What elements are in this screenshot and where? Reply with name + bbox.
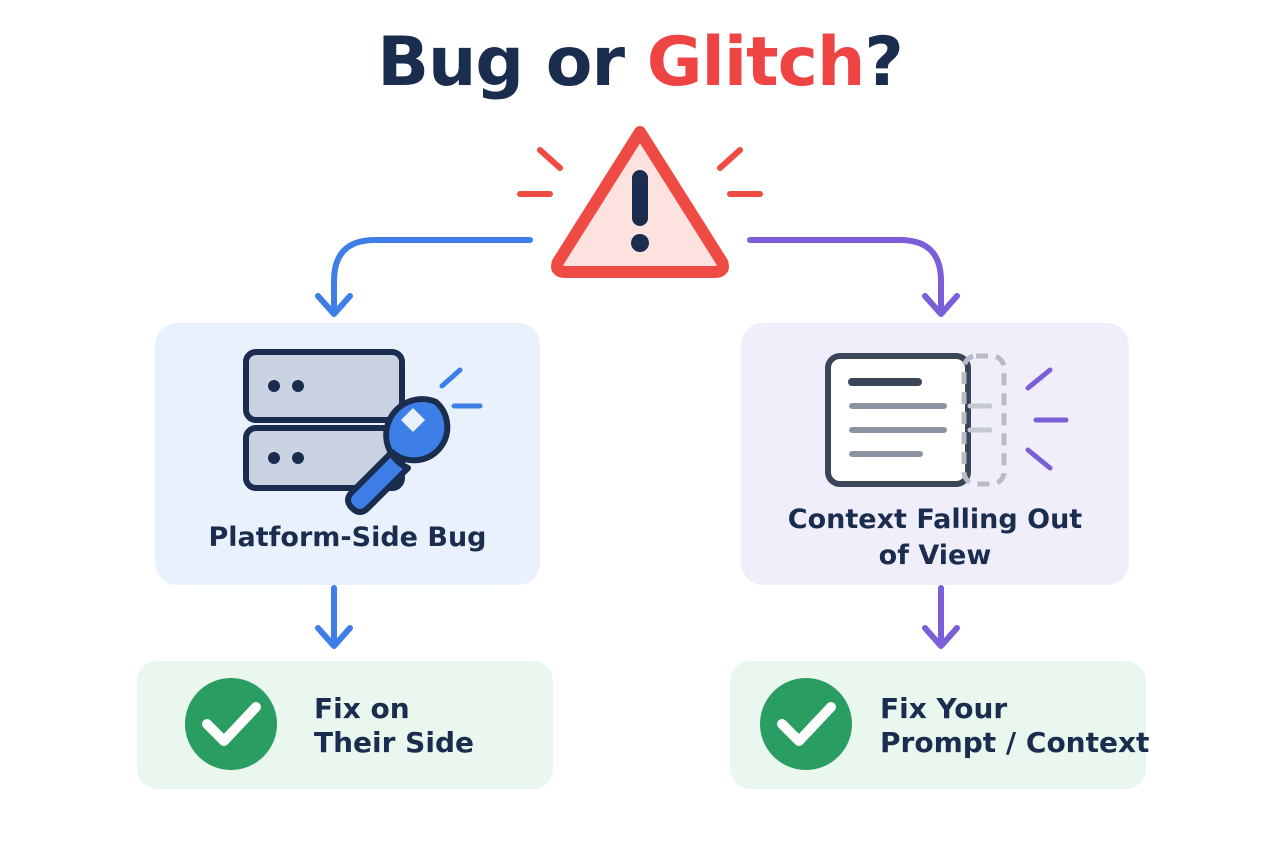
server-icon	[243, 349, 405, 491]
context-label-line-2: of View	[878, 540, 992, 571]
spark-icon	[439, 367, 483, 409]
check-icon	[185, 678, 277, 770]
fix-your-prompt-line-2: Prompt / Context	[880, 726, 1150, 759]
page-title: Bug or Glitch?	[0, 22, 1280, 104]
fix-their-side-line-2: Their Side	[314, 726, 474, 759]
context-spark-icon	[1025, 367, 1069, 471]
fix-their-side-text: Fix on Their Side	[314, 692, 474, 760]
left-branch-arrow	[315, 237, 533, 317]
title-part-1: Bug or	[377, 23, 647, 102]
fix-your-prompt-text: Fix Your Prompt / Context	[880, 692, 1149, 760]
warning-icon	[551, 126, 729, 278]
left-result-arrow	[315, 585, 353, 649]
alert-rays-icon	[517, 147, 763, 197]
right-result-arrow	[922, 585, 960, 649]
title-part-2: ?	[864, 23, 903, 102]
title-accent-word: Glitch	[646, 23, 866, 102]
check-icon	[760, 678, 852, 770]
platform-bug-label: Platform-Side Bug	[208, 522, 487, 553]
right-branch-arrow	[747, 237, 960, 317]
document-icon	[825, 353, 1007, 487]
context-label: Context Falling Out of View	[741, 502, 1129, 574]
fix-your-prompt-line-1: Fix Your	[880, 692, 1008, 725]
context-label-line-1: Context Falling Out	[787, 504, 1083, 535]
fix-their-side-line-1: Fix on	[314, 692, 410, 725]
wrench-icon	[345, 396, 451, 515]
